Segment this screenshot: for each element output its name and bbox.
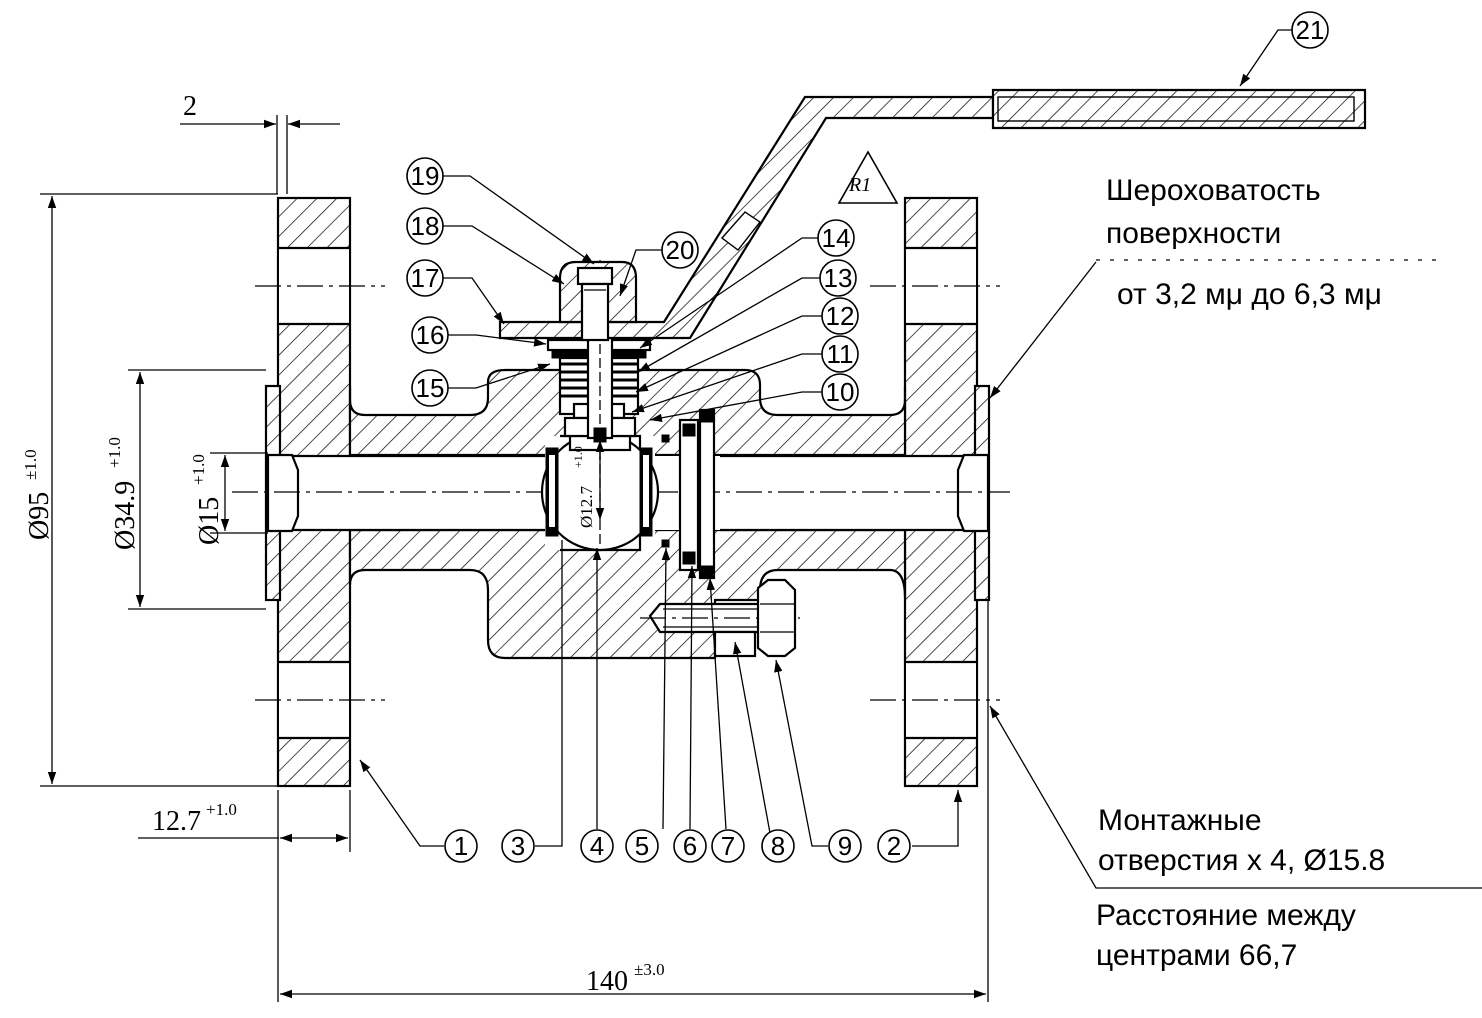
roughness-note-line2: поверхности bbox=[1106, 217, 1281, 250]
svg-text:6: 6 bbox=[683, 831, 697, 861]
svg-text:12: 12 bbox=[826, 301, 855, 331]
svg-text:2: 2 bbox=[887, 831, 901, 861]
svg-text:18: 18 bbox=[411, 211, 440, 241]
svg-text:11: 11 bbox=[827, 339, 854, 369]
mounting-note-line1: Монтажные bbox=[1098, 804, 1262, 837]
notes: Шероховатость поверхности от 3,2 мμ до 6… bbox=[1096, 174, 1385, 972]
svg-text:10: 10 bbox=[826, 377, 855, 407]
ball-and-seats: Ø12.7 +1.0 bbox=[540, 408, 716, 580]
svg-text:9: 9 bbox=[838, 831, 852, 861]
balloon-1: 1 bbox=[444, 829, 478, 863]
lower-web bbox=[348, 528, 907, 660]
flange-thickness-label: 12.7 bbox=[152, 806, 201, 837]
balloon-8: 8 bbox=[761, 829, 795, 863]
balloon-7: 7 bbox=[711, 829, 745, 863]
overall-length-label: 140 bbox=[586, 966, 628, 997]
outer-diameter-tol: ±1.0 bbox=[21, 449, 40, 480]
dimension-lines bbox=[40, 115, 989, 1002]
bore-tol: +1.0 bbox=[189, 454, 208, 485]
balloon-11: 11 bbox=[821, 335, 859, 373]
balloon-4: 4 bbox=[580, 829, 614, 863]
balloon-17: 17 bbox=[406, 259, 444, 297]
balloon-9: 9 bbox=[828, 829, 862, 863]
raised-face-label: Ø34.9 bbox=[110, 481, 141, 550]
balloon-5: 5 bbox=[625, 829, 659, 863]
roughness-symbol: R1 bbox=[837, 150, 899, 204]
svg-text:20: 20 bbox=[666, 235, 695, 265]
balloon-13: 13 bbox=[819, 259, 857, 297]
balloon-20: 20 bbox=[661, 231, 699, 269]
svg-text:17: 17 bbox=[411, 263, 440, 293]
raised-face-tol: +1.0 bbox=[105, 437, 124, 468]
ball-diameter-label: Ø12.7 bbox=[577, 485, 596, 528]
balloon-16: 16 bbox=[411, 316, 449, 354]
overall-length-tol: ±3.0 bbox=[634, 960, 665, 979]
balloon-12: 12 bbox=[821, 297, 859, 335]
balloon-2: 2 bbox=[877, 829, 911, 863]
svg-text:5: 5 bbox=[635, 831, 649, 861]
svg-text:15: 15 bbox=[416, 373, 445, 403]
balloon-18: 18 bbox=[406, 207, 444, 245]
face-height-label: 2 bbox=[183, 91, 197, 122]
balloon-21: 21 bbox=[1291, 11, 1329, 49]
bore-label: Ø15 bbox=[194, 497, 225, 545]
balloon-15: 15 bbox=[411, 369, 449, 407]
balloon-3: 3 bbox=[501, 829, 535, 863]
svg-text:1: 1 bbox=[454, 831, 468, 861]
svg-text:13: 13 bbox=[824, 263, 853, 293]
outer-diameter-label: Ø95 bbox=[24, 492, 55, 540]
svg-text:14: 14 bbox=[822, 223, 851, 253]
bolt bbox=[640, 578, 800, 658]
handle bbox=[498, 88, 1367, 342]
distance-note-line1: Расстояние между bbox=[1096, 899, 1356, 932]
svg-text:7: 7 bbox=[721, 831, 735, 861]
svg-text:16: 16 bbox=[416, 320, 445, 350]
svg-text:3: 3 bbox=[511, 831, 525, 861]
svg-text:19: 19 bbox=[411, 161, 440, 191]
roughness-note-line3: от 3,2 мμ до 6,3 мμ bbox=[1117, 278, 1382, 311]
svg-text:21: 21 bbox=[1296, 15, 1325, 45]
svg-text:8: 8 bbox=[771, 831, 785, 861]
distance-note-line2: центрами 66,7 bbox=[1096, 939, 1297, 972]
part-balloons: 19 18 17 16 15 20 14 13 12 11 10 21 1 3 … bbox=[406, 11, 1329, 863]
mounting-note-line2: отверстия х 4, Ø15.8 bbox=[1098, 844, 1385, 877]
roughness-note-line1: Шероховатость bbox=[1106, 174, 1321, 207]
balloon-14: 14 bbox=[817, 219, 855, 257]
ball-diameter-tol: +1.0 bbox=[571, 446, 585, 468]
flange-thickness-tol: +1.0 bbox=[206, 800, 237, 819]
dimension-texts: Ø95 ±1.0 Ø34.9 +1.0 Ø15 +1.0 2 12.7 +1.0… bbox=[21, 91, 665, 997]
leader-lines bbox=[359, 29, 1482, 889]
roughness-symbol-text: R1 bbox=[848, 174, 871, 196]
svg-text:4: 4 bbox=[590, 831, 604, 861]
balloon-19: 19 bbox=[406, 157, 444, 195]
balloon-10: 10 bbox=[821, 373, 859, 411]
balloon-6: 6 bbox=[673, 829, 707, 863]
